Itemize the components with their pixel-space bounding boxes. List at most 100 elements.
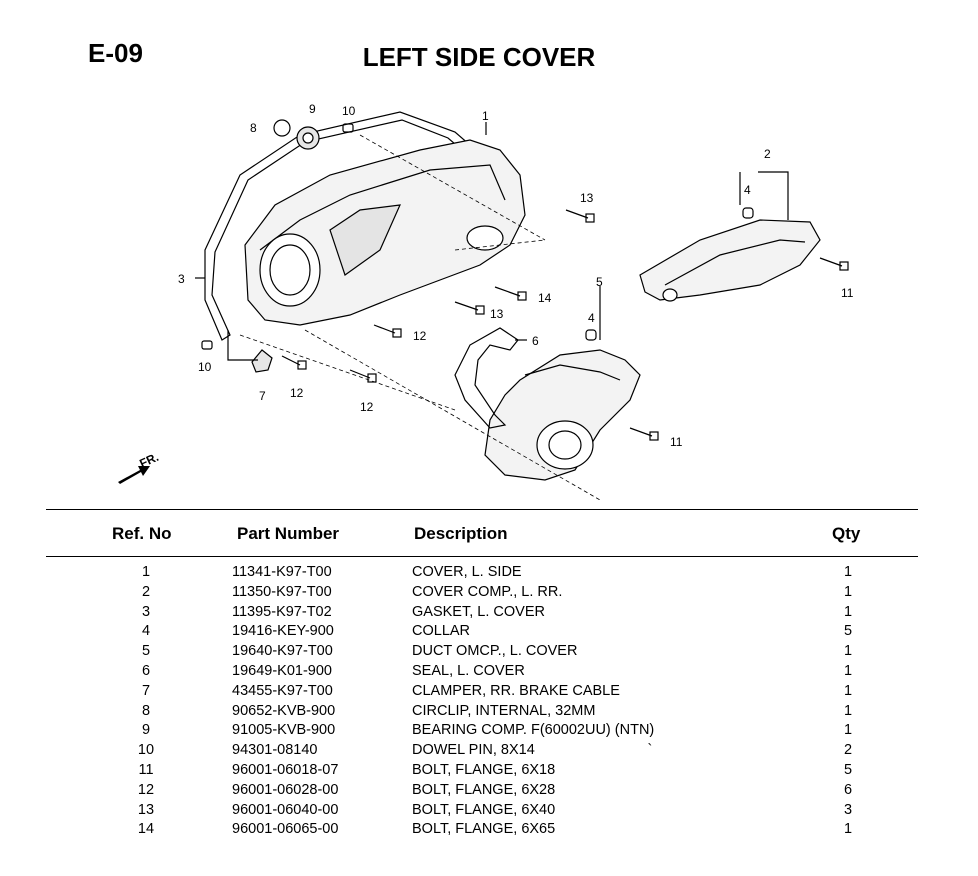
ref-no: 10 xyxy=(137,742,155,759)
description: BOLT, FLANGE, 6X65 xyxy=(412,821,556,838)
quantity: 1 xyxy=(843,821,853,838)
callout-12a: 12 xyxy=(413,329,427,343)
description: COVER COMP., L. RR. xyxy=(412,583,563,600)
table-row: 6 19649-K01-900 SEAL, L. COVER 1 xyxy=(0,663,978,683)
quantity: 5 xyxy=(843,623,853,640)
part-number: 19640-K97-T00 xyxy=(232,643,333,660)
quantity: 3 xyxy=(843,801,853,818)
table-row: 5 19640-K97-T00 DUCT OMCP., L. COVER 1 xyxy=(0,643,978,663)
table-row: 12 96001-06028-00 BOLT, FLANGE, 6X28 6 xyxy=(0,782,978,802)
ref-no: 12 xyxy=(137,781,155,798)
ref-no: 4 xyxy=(141,623,151,640)
part-number: 19649-K01-900 xyxy=(232,662,332,679)
page-code: E-09 xyxy=(88,38,143,68)
callout-12b: 12 xyxy=(290,386,304,400)
header-ref: Ref. No xyxy=(112,524,172,543)
header-desc: Description xyxy=(414,524,508,543)
page-title: LEFT SIDE COVER xyxy=(362,42,596,72)
description: GASKET, L. COVER xyxy=(412,603,545,620)
part-number: 96001-06028-00 xyxy=(232,781,339,798)
callout-4a: 4 xyxy=(744,183,751,197)
callout-2: 2 xyxy=(764,147,771,161)
callout-14: 14 xyxy=(538,291,552,305)
header-qty: Qty xyxy=(832,524,861,543)
clamper xyxy=(251,349,273,373)
circlip xyxy=(273,119,291,137)
callout-5: 5 xyxy=(596,275,603,289)
description: BOLT, FLANGE, 6X18 xyxy=(412,761,556,778)
part-number: 43455-K97-T00 xyxy=(232,682,333,699)
callout-3: 3 xyxy=(178,272,185,286)
callout-7: 7 xyxy=(259,389,266,403)
part-number: 96001-06040-00 xyxy=(232,801,339,818)
callout-8: 8 xyxy=(250,121,257,135)
ref-no: 14 xyxy=(137,821,155,838)
callout-4b: 4 xyxy=(588,311,595,325)
quantity: 1 xyxy=(843,564,853,580)
table-header-rule xyxy=(46,556,918,557)
callout-6: 6 xyxy=(532,334,539,348)
quantity: 5 xyxy=(843,761,853,778)
table-row: 14 96001-06065-00 BOLT, FLANGE, 6X65 1 xyxy=(0,821,978,841)
description: CLAMPER, RR. BRAKE CABLE xyxy=(412,682,620,699)
ref-no: 9 xyxy=(141,722,151,739)
ref-no: 13 xyxy=(137,801,155,818)
description: DOWEL PIN, 8X14 ` xyxy=(412,742,653,759)
part-number: 11395-K97-T02 xyxy=(232,603,332,620)
description: SEAL, L. COVER xyxy=(412,662,525,679)
quantity: 6 xyxy=(843,781,853,798)
part-number: 19416-KEY-900 xyxy=(232,623,334,640)
table-row: 8 90652-KVB-900 CIRCLIP, INTERNAL, 32MM 1 xyxy=(0,703,978,723)
part-number: 90652-KVB-900 xyxy=(232,702,336,719)
description: COLLAR xyxy=(412,623,471,640)
callout-10a: 10 xyxy=(342,104,356,118)
description: BOLT, FLANGE, 6X28 xyxy=(412,781,556,798)
quantity: 1 xyxy=(843,662,853,679)
ref-no: 3 xyxy=(141,603,151,620)
description: CIRCLIP, INTERNAL, 32MM xyxy=(412,702,596,719)
table-row: 3 11395-K97-T02 GASKET, L. COVER 1 xyxy=(0,604,978,624)
ref-no: 5 xyxy=(141,643,151,660)
table-row: 13 96001-06040-00 BOLT, FLANGE, 6X40 3 xyxy=(0,802,978,822)
description: DUCT OMCP., L. COVER xyxy=(412,643,578,660)
ref-no: 8 xyxy=(141,702,151,719)
description: BOLT, FLANGE, 6X40 xyxy=(412,801,556,818)
callout-11b: 11 xyxy=(670,435,683,449)
part-number: 94301-08140 xyxy=(232,742,318,759)
ref-no: 1 xyxy=(141,564,151,580)
callout-10b: 10 xyxy=(198,360,212,374)
seal xyxy=(454,327,519,429)
part-number: 96001-06065-00 xyxy=(232,821,339,838)
part-number: 96001-06018-07 xyxy=(232,761,339,778)
gasket-outline xyxy=(204,111,472,341)
quantity: 1 xyxy=(843,682,853,699)
front-marker: FR. xyxy=(137,450,160,471)
callout-12c: 12 xyxy=(360,400,374,414)
ref-no: 2 xyxy=(141,583,151,600)
quantity: 1 xyxy=(843,643,853,660)
quantity: 1 xyxy=(843,722,853,739)
callout-13a: 13 xyxy=(580,191,594,205)
exploded-parts-diagram: FR. 1 2 3 4 4 5 6 7 8 9 10 10 11 11 12 1… xyxy=(118,102,854,500)
callout-13b: 13 xyxy=(490,307,504,321)
quantity: 1 xyxy=(843,702,853,719)
ref-no: 6 xyxy=(141,662,151,679)
callout-1: 1 xyxy=(482,109,489,123)
quantity: 1 xyxy=(843,603,853,620)
front-arrow-icon: FR. xyxy=(118,450,161,484)
quantity: 2 xyxy=(843,742,853,759)
dowel-pin xyxy=(342,123,354,133)
part-number: 11350-K97-T00 xyxy=(232,583,332,600)
callout-11a: 11 xyxy=(841,286,854,300)
callout-9: 9 xyxy=(309,102,316,116)
table-row: 10 94301-08140 DOWEL PIN, 8X14 ` 2 xyxy=(0,742,978,762)
rear-cover xyxy=(639,219,821,301)
table-top-rule xyxy=(46,509,918,510)
header-part: Part Number xyxy=(237,524,340,543)
description: COVER, L. SIDE xyxy=(412,564,522,580)
